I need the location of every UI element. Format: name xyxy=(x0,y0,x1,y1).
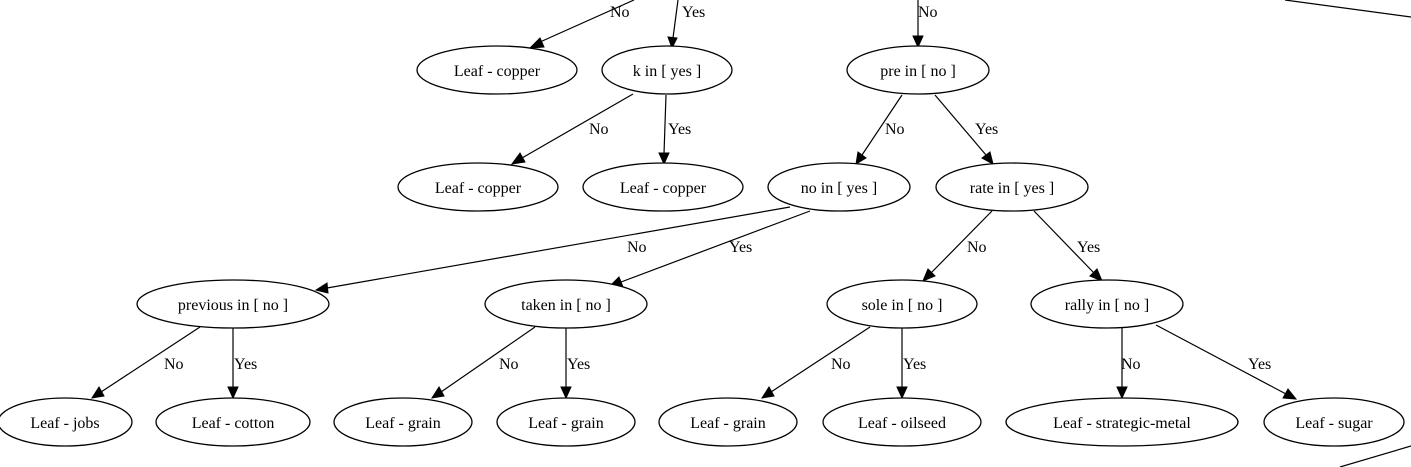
edge-sole-to-oilseed: Yes xyxy=(896,328,926,400)
edge-label-yes: Yes xyxy=(1077,239,1100,256)
edge-offscreen-bottom-right xyxy=(1339,445,1411,467)
node-label: Leaf - grain xyxy=(365,415,441,432)
edge-no-in-to-taken: Yes xyxy=(608,210,811,288)
edge-label-no: No xyxy=(164,356,184,373)
pre-in-no-node: pre in [ no ] xyxy=(846,45,990,95)
edge-top-to-leaf-copper-a: No xyxy=(528,0,635,49)
edge-rally-to-strategic-metal: No xyxy=(1116,328,1141,400)
node-label: Leaf - sugar xyxy=(1295,415,1373,432)
node-label: Leaf - grain xyxy=(690,415,766,432)
node-label: k in [ yes ] xyxy=(633,63,701,80)
rally-in-no-node: rally in [ no ] xyxy=(1030,279,1184,329)
node-label: Leaf - oilseed xyxy=(858,415,946,432)
edge-k-to-leaf-copper-b: No xyxy=(510,93,634,165)
leaf-cotton-node: Leaf - cotton xyxy=(155,397,311,447)
edge-label-yes: Yes xyxy=(975,121,998,138)
node-label: no in [ yes ] xyxy=(801,180,877,197)
edge-label-yes: Yes xyxy=(567,356,590,373)
previous-in-no-node: previous in [ no ] xyxy=(136,279,330,329)
edge-previous-to-jobs: No xyxy=(90,326,201,399)
rate-in-yes-node: rate in [ yes ] xyxy=(935,162,1089,212)
edge-pre-to-rate-in: Yes xyxy=(934,94,998,165)
leaf-copper-node: Leaf - copper xyxy=(582,162,744,212)
node-label: previous in [ no ] xyxy=(178,297,288,314)
leaf-grain-node: Leaf - grain xyxy=(658,397,798,447)
taken-in-no-node: taken in [ no ] xyxy=(484,279,648,329)
node-label: pre in [ no ] xyxy=(880,63,956,80)
edge-top-to-pre-in: No xyxy=(912,0,938,49)
edge-label-yes: Yes xyxy=(668,121,691,138)
leaf-grain-node: Leaf - grain xyxy=(333,397,473,447)
edge-k-to-leaf-copper-c: Yes xyxy=(658,94,691,166)
leaf-grain-node: Leaf - grain xyxy=(496,397,636,447)
edge-label-no: No xyxy=(1121,356,1141,373)
node-label: rate in [ yes ] xyxy=(970,180,1054,197)
edge-taken-to-grain-b: Yes xyxy=(560,328,590,400)
edge-rate-to-sole: No xyxy=(922,210,993,282)
leaf-strategic-metal-node: Leaf - strategic-metal xyxy=(1005,397,1239,447)
node-label: Leaf - jobs xyxy=(30,415,99,432)
edge-label-yes: Yes xyxy=(729,239,752,256)
edge-previous-to-cotton: Yes xyxy=(227,328,257,400)
edge-label-no: No xyxy=(499,356,519,373)
node-label: sole in [ no ] xyxy=(862,297,943,314)
edge-offscreen-top-right xyxy=(1284,0,1411,18)
edge-label-no: No xyxy=(885,121,905,138)
leaf-jobs-node: Leaf - jobs xyxy=(0,397,133,447)
edge-label-yes: Yes xyxy=(234,356,257,373)
edge-label-yes: Yes xyxy=(1248,356,1271,373)
edge-label-no: No xyxy=(627,239,647,256)
edge-label-yes: Yes xyxy=(682,4,705,21)
edge-rally-to-sugar: Yes xyxy=(1155,324,1298,400)
leaf-copper-node: Leaf - copper xyxy=(416,45,578,95)
edge-label-no: No xyxy=(831,356,851,373)
k-in-yes-node: k in [ yes ] xyxy=(601,45,733,95)
node-label: Leaf - strategic-metal xyxy=(1053,415,1191,432)
node-label: Leaf - grain xyxy=(528,415,604,432)
leaf-oilseed-node: Leaf - oilseed xyxy=(822,397,982,447)
edge-label-yes: Yes xyxy=(903,356,926,373)
node-label: Leaf - copper xyxy=(435,180,522,197)
edge-taken-to-grain-a: No xyxy=(430,326,536,399)
leaf-copper-node: Leaf - copper xyxy=(397,162,559,212)
sole-in-no-node: sole in [ no ] xyxy=(826,279,978,329)
edge-label-no: No xyxy=(610,4,630,21)
node-label: taken in [ no ] xyxy=(521,297,611,314)
no-in-yes-node: no in [ yes ] xyxy=(767,162,911,212)
edge-label-no: No xyxy=(918,4,938,21)
edge-no-in-to-previous: No xyxy=(314,206,791,294)
edge-rate-to-rally: Yes xyxy=(1033,210,1103,282)
edge-pre-to-no-in: No xyxy=(855,94,905,165)
node-label: Leaf - copper xyxy=(454,63,541,80)
node-label: Leaf - cotton xyxy=(192,415,275,432)
edge-top-to-k-in: Yes xyxy=(667,0,705,50)
edge-label-no: No xyxy=(589,121,609,138)
leaf-sugar-node: Leaf - sugar xyxy=(1263,397,1405,447)
node-label: Leaf - copper xyxy=(620,180,707,197)
edge-sole-to-grain-c: No xyxy=(760,326,871,399)
node-label: rally in [ no ] xyxy=(1065,297,1149,314)
edge-label-no: No xyxy=(967,239,987,256)
